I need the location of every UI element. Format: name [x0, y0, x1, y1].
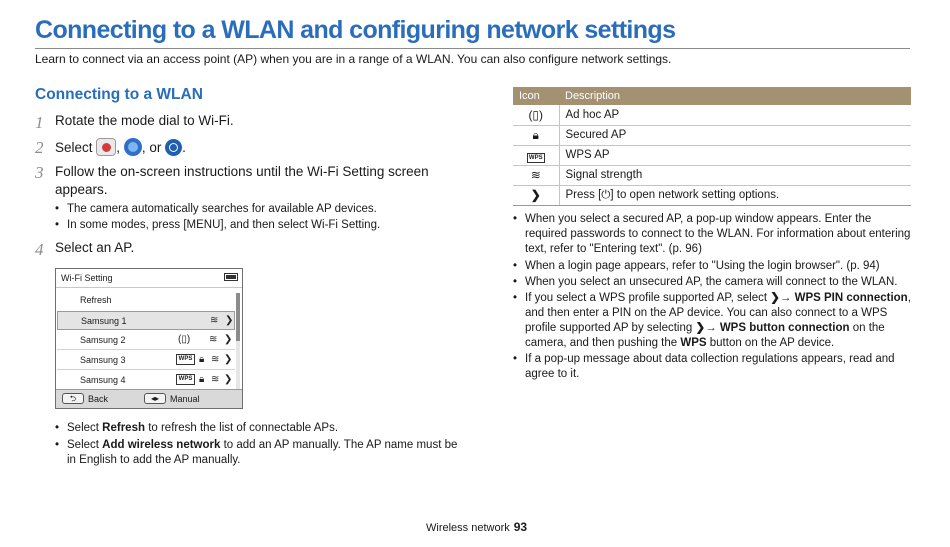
table-row: WPS WPS AP [513, 145, 911, 166]
step3-sub-2: In some modes, press [MENU], and then se… [55, 219, 380, 231]
right-bullet-5: If a pop-up message about data collectio… [513, 352, 913, 382]
step-text: Select an AP. [55, 240, 135, 255]
camera-wifi-screen: Wi-Fi Setting Refresh Samsung 1 ≋ ❯ Sams… [55, 268, 243, 409]
manual-label[interactable]: Manual [170, 394, 200, 404]
wifi-signal-icon: ≋ [211, 354, 220, 365]
step-text-line2: appears. [55, 182, 108, 197]
wifi-signal-icon: ≋ [513, 165, 560, 186]
chevron-right-icon: ❯ [225, 315, 234, 326]
wifi-signal-icon: ≋ [211, 374, 220, 385]
back-label[interactable]: Back [88, 394, 109, 404]
row-description: Signal strength [559, 165, 911, 186]
smart-mode-icon [96, 138, 117, 156]
globe-mode-icon [123, 138, 142, 156]
separator: , [116, 140, 121, 155]
wps-icon: WPS [176, 354, 195, 365]
table-row: ≋ Signal strength [513, 165, 911, 186]
chevron-right-icon: ❯ [224, 374, 233, 385]
ap-row-samsung-3[interactable]: Samsung 3 WPS 🔒︎ ≋ ❯ [57, 351, 235, 370]
right-bullet-4: If you select a WPS profile supported AP… [513, 291, 913, 351]
step-text: Select [55, 140, 93, 155]
table-row: 🔒︎ Secured AP [513, 125, 911, 146]
step-number: 3 [35, 163, 44, 182]
step-2: 2 Select , , or . [35, 138, 186, 158]
step-text-line1: Follow the on-screen instructions until … [55, 164, 429, 179]
step-3: 3 Follow the on-screen instructions until… [35, 163, 429, 199]
table-row: ❯ Press [⏻] to open network setting opti… [513, 185, 911, 206]
step-number: 2 [35, 138, 44, 157]
row-description: WPS AP [559, 145, 911, 166]
left-bullet-1: Select Refresh to refresh the list of co… [55, 422, 338, 434]
wps-icon: WPS [526, 152, 545, 163]
ap-row-samsung-2[interactable]: Samsung 2 (▯) ≋ ❯ [57, 331, 235, 350]
step-1: 1 Rotate the mode dial to Wi-Fi. [35, 113, 234, 133]
section-title: Connecting to a WLAN [35, 86, 203, 103]
lock-icon: 🔒︎ [199, 354, 205, 365]
camera-screen-footer: ⮌ Back ◂▸ Manual [56, 389, 242, 408]
step-4: 4 Select an AP. [35, 240, 134, 260]
camera-screen-header: Wi-Fi Setting [56, 269, 242, 288]
chevron-right-icon: ❯ [770, 292, 780, 304]
chevron-right-icon: ❯ [513, 185, 560, 206]
ap-row-samsung-4[interactable]: Samsung 4 WPS 🔒︎ ≋ ❯ [57, 371, 235, 390]
wps-icon: WPS [176, 374, 195, 385]
arrow-icon: → [705, 322, 717, 334]
scrollbar[interactable] [236, 293, 240, 396]
back-key-icon: ⮌ [62, 393, 84, 404]
intro-text: Learn to connect via an access point (AP… [35, 52, 672, 66]
page-number: 93 [513, 520, 528, 534]
table-row: (▯) Ad hoc AP [513, 105, 911, 126]
separator: , or [141, 140, 162, 155]
title-rule [35, 48, 910, 49]
right-bullet-3: When you select an unsecured AP, the cam… [513, 275, 913, 290]
footer-section: Wireless network [426, 522, 510, 534]
left-bullet-2: Select Add wireless network to add an AP… [55, 438, 457, 468]
refresh-row[interactable]: Refresh [80, 295, 112, 305]
header-icon: Icon [513, 87, 559, 105]
separator: . [182, 140, 186, 155]
chevron-right-icon: ❯ [224, 334, 233, 345]
icon-table: Icon Description (▯) Ad hoc AP 🔒︎ Secure… [513, 87, 911, 206]
ad-hoc-icon: (▯) [178, 334, 191, 345]
chevron-right-icon: ❯ [695, 322, 706, 334]
step3-sub-1: The camera automatically searches for av… [55, 203, 377, 215]
step-text: Rotate the mode dial to Wi-Fi. [55, 113, 234, 128]
wifi-signal-icon: ≋ [209, 334, 218, 345]
table-header: Icon Description [513, 87, 911, 105]
row-description: Secured AP [559, 125, 911, 146]
lock-icon: 🔒︎ [199, 374, 205, 385]
camera-screen-title: Wi-Fi Setting [61, 273, 113, 283]
step-number: 1 [35, 113, 44, 132]
arrow-icon: → [779, 292, 792, 304]
step-number: 4 [35, 240, 44, 259]
chevron-right-icon: ❯ [224, 354, 233, 365]
page-title: Connecting to a WLAN and configuring net… [35, 16, 676, 44]
battery-icon [224, 273, 238, 281]
lock-icon: 🔒︎ [513, 125, 560, 146]
network-mode-icon [165, 139, 183, 156]
row-description: Press [⏻] to open network setting option… [559, 185, 911, 206]
manual-key-icon: ◂▸ [144, 393, 166, 404]
header-description: Description [559, 87, 911, 105]
ap-row-samsung-1[interactable]: Samsung 1 ≋ ❯ [57, 311, 235, 330]
row-description: Ad hoc AP [559, 105, 911, 126]
right-bullet-1: When you select a secured AP, a pop-up w… [513, 212, 913, 257]
wifi-signal-icon: ≋ [210, 315, 219, 326]
ad-hoc-icon: (▯) [513, 105, 560, 126]
right-bullet-2: When a login page appears, refer to "Usi… [513, 259, 913, 274]
